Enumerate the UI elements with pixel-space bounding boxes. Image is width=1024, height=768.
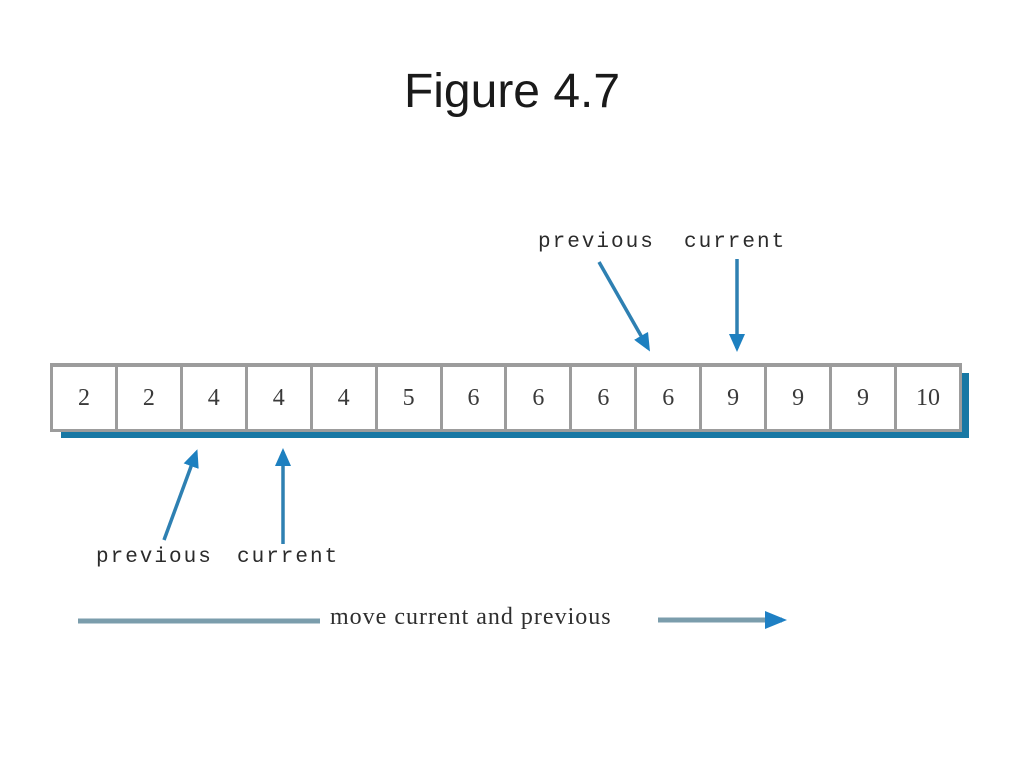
array-cell: 9 — [702, 367, 768, 429]
array: 2 2 4 4 4 5 6 6 6 6 9 9 9 10 — [50, 363, 962, 432]
top-current-label: current — [684, 231, 787, 254]
top-previous-arrow — [597, 261, 650, 352]
array-cell: 6 — [507, 367, 573, 429]
array-cell: 9 — [767, 367, 833, 429]
array-cell: 2 — [118, 367, 183, 429]
array-cell: 4 — [313, 367, 378, 429]
array-cell: 10 — [915, 384, 940, 411]
array-cell: 4 — [248, 367, 313, 429]
array-cell: 6 — [637, 367, 703, 429]
bottom-previous-arrow — [162, 449, 199, 541]
array-cell: 2 — [53, 367, 118, 429]
array-cell: 9 — [832, 367, 897, 429]
bottom-current-label: current — [237, 546, 340, 569]
bottom-previous-label: previous — [96, 546, 213, 569]
array-cell: 6 — [443, 367, 508, 429]
array-cell: 5 — [378, 367, 443, 429]
top-previous-label: previous — [538, 231, 655, 254]
move-caption: move current and previous — [330, 604, 612, 630]
figure-title: Figure 4.7 — [403, 65, 621, 118]
array-cell: 4 — [183, 367, 248, 429]
array-cell: 6 — [572, 367, 638, 429]
